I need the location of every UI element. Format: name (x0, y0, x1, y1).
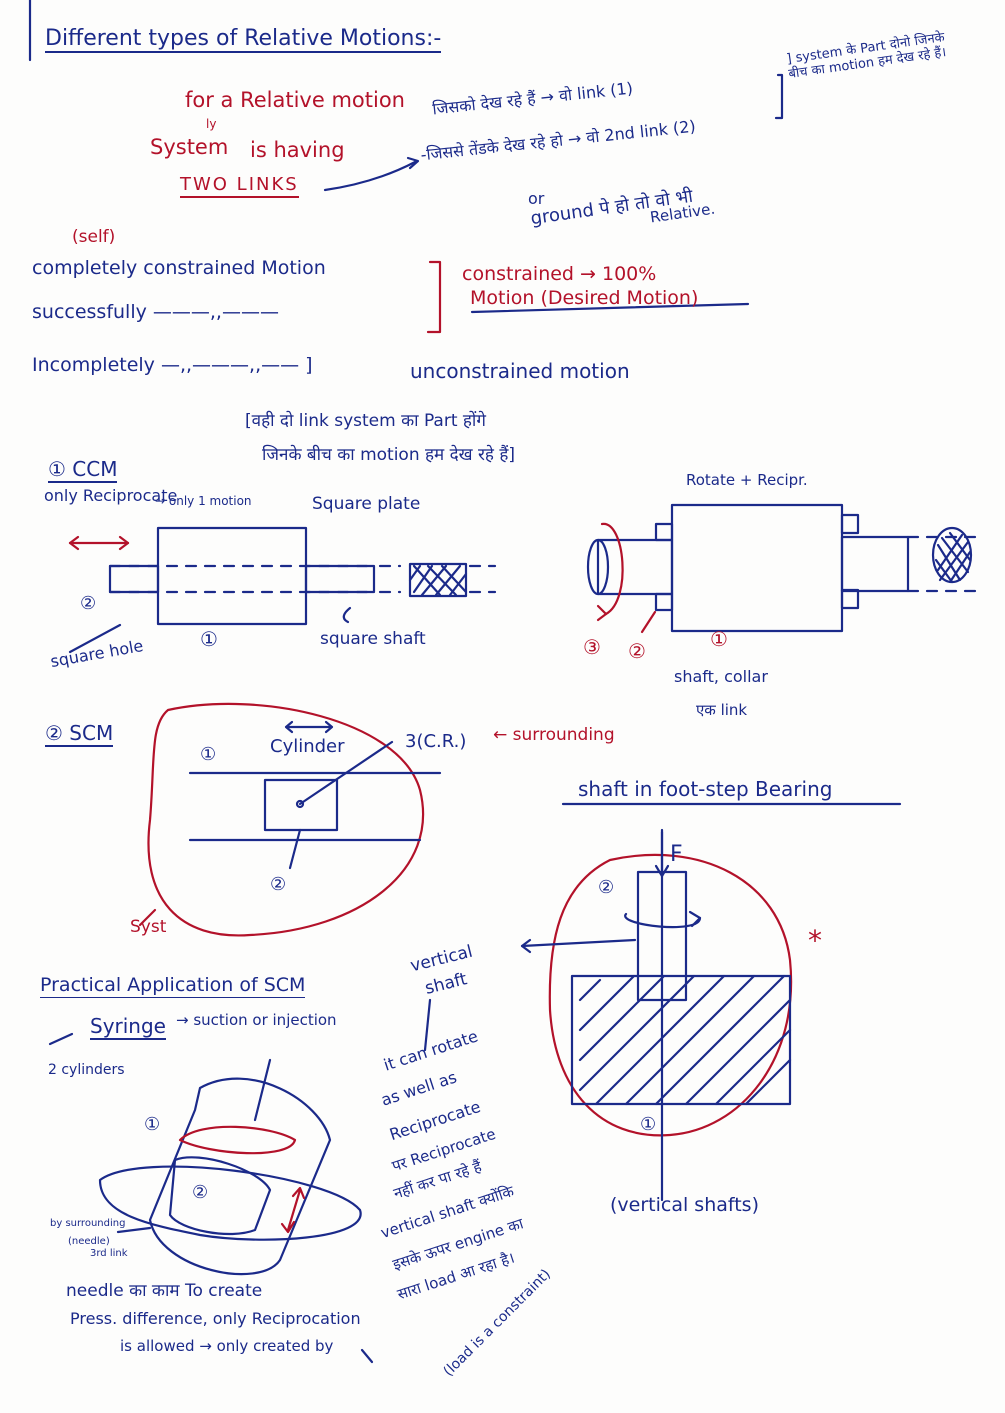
ek-link-label: एक link (696, 701, 748, 719)
intro-line1: for a Relative motion (185, 88, 405, 112)
syringe-label: Syringe (90, 1014, 166, 1040)
needle-label: (needle) (68, 1236, 110, 1247)
bearing-block (570, 974, 792, 1106)
constrained-label: constrained → 100% (462, 263, 657, 285)
collar-block (670, 503, 844, 633)
link-note-2: जिनके बीच का motion हम देख रहे हैं] (262, 445, 515, 465)
scm-title: ② SCM (45, 721, 114, 747)
footstep-star: * (808, 924, 822, 957)
desired-motion: Motion (Desired Motion) (470, 287, 699, 309)
rotation-arrow (600, 522, 624, 616)
intro-line2b: is having (250, 138, 345, 162)
ground-1: or (528, 189, 545, 208)
ccm-title: ① CCM (48, 457, 118, 483)
scm-num-2: ② (270, 874, 287, 895)
ccm-rot-num-1: ① (710, 627, 728, 651)
ccm-square-shaft: square shaft (320, 629, 426, 649)
footstep-force: F (670, 842, 683, 867)
scm-syst: Syst (130, 917, 167, 937)
intro-line2-sup: ly (206, 117, 217, 131)
syringe-piston (168, 1156, 272, 1236)
square-plate (156, 526, 308, 626)
shaft-collar-label: shaft, collar (674, 667, 768, 686)
ccm-only-one: → only 1 motion (155, 494, 252, 508)
motion-item-1: completely constrained Motion (32, 257, 326, 279)
suction-label: → suction or injection (176, 1011, 337, 1029)
needle-work-1: needle का काम To create (66, 1281, 263, 1301)
scm-num-1: ① (200, 744, 217, 765)
ccm-num-2: ② (80, 593, 97, 614)
ccm-num-1: ① (200, 627, 218, 651)
square-hole-pointer (68, 623, 122, 654)
constrained-bracket (426, 260, 442, 334)
ccm-rot-num-3: ③ (583, 635, 601, 659)
intro-line2a: System (150, 135, 229, 159)
syringe-num-2: ② (192, 1182, 209, 1203)
scm-cylinder: Cylinder (270, 736, 345, 757)
by-surrounding: by surrounding (50, 1218, 126, 1229)
cylinders-label: 2 cylinders (48, 1062, 125, 1078)
scm-cr: 3(C.R.) (405, 731, 467, 752)
shaft-right (840, 535, 910, 593)
link-arrow-head (406, 156, 420, 170)
syringe-barrel (148, 1077, 332, 1276)
vertical-shafts-label: (vertical shafts) (610, 1194, 759, 1216)
ccm-square-plate: Square plate (312, 494, 421, 514)
square-shaft-right (304, 564, 376, 594)
self-note: (self) (72, 227, 116, 247)
square-shaft-left (108, 564, 160, 594)
needle-work-3: is allowed → only created by (120, 1337, 334, 1355)
rotate-recip-label: Rotate + Recipr. (686, 471, 808, 489)
footstep-num-1: ① (640, 1114, 657, 1135)
ccm-rot-num-2: ② (628, 639, 646, 663)
scm-surrounding: ← surrounding (493, 725, 615, 745)
third-link-label: 3rd link (90, 1248, 128, 1259)
syringe-num-1: ① (144, 1114, 161, 1135)
motion-item-3: Incompletely —,,———,,—— ] (32, 354, 313, 376)
page-title: Different types of Relative Motions:- (45, 26, 442, 54)
cylinder-arrow (284, 720, 334, 734)
needle-work-2: Press. difference, only Reciprocation (70, 1309, 361, 1328)
footstep-boundary (548, 853, 793, 1137)
syringe-needle-body (98, 1165, 362, 1241)
shaft-left (596, 538, 674, 596)
unconstrained-label: unconstrained motion (410, 359, 630, 383)
system-boundary (147, 702, 425, 937)
footstep-title: shaft in foot-step Bearing (578, 777, 833, 801)
link-arrow (323, 160, 417, 192)
link-note-1: [वही दो link system का Part होंगे (245, 411, 486, 431)
practical-title: Practical Application of SCM (40, 974, 306, 998)
footstep-num-2: ② (598, 877, 615, 898)
ccm-only-recip: only Reciprocate (44, 486, 178, 505)
desired-underline (470, 302, 750, 314)
motion-item-2: successfully ———,,——— (32, 301, 279, 323)
intro-line3: TWO LINKS (180, 174, 299, 198)
bracket-right (774, 73, 784, 120)
